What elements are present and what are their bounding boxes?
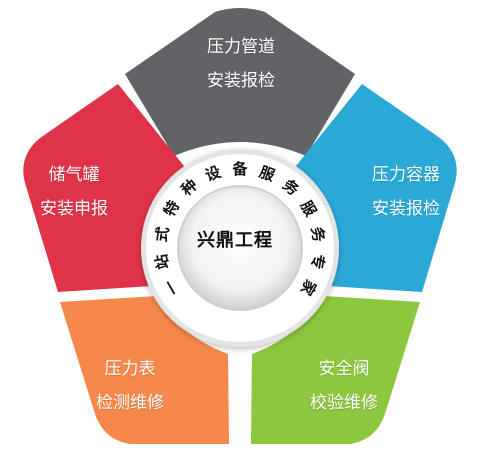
ring-char: 式 — [152, 225, 172, 243]
segment-gauge — [60, 296, 229, 444]
ring-char: 备 — [231, 160, 248, 178]
segment-valve — [251, 296, 420, 444]
ring-char: 务 — [308, 225, 329, 244]
label-valve-line2: 校验维修 — [310, 393, 378, 413]
ring-char: 站 — [152, 253, 172, 271]
label-vessel-line2: 安装报检 — [372, 199, 440, 219]
label-vessel: 压力容器 安装报检 — [358, 158, 454, 226]
hub-title: 兴鼎工程 — [197, 230, 273, 251]
hub-inner — [177, 185, 303, 311]
label-tank-line2: 安装申报 — [40, 199, 108, 219]
label-vessel-line1: 压力容器 — [372, 165, 440, 185]
label-valve: 安全阀 校验维修 — [296, 352, 392, 420]
label-valve-line1: 安全阀 — [318, 359, 370, 379]
label-gauge-line1: 压力表 — [104, 359, 156, 379]
label-tank-line1: 储气罐 — [48, 165, 100, 185]
label-pipeline: 压力管道 安装报检 — [186, 30, 296, 98]
ring-char: 专 — [308, 253, 328, 271]
label-pipeline-line1: 压力管道 — [207, 37, 275, 57]
hub-ring-text: 一站式特种设备服务服务专家 — [152, 160, 328, 299]
label-pipeline-line2: 安装报检 — [207, 71, 275, 91]
ring-char: 设 — [203, 163, 223, 185]
ring-char: 服 — [257, 163, 278, 185]
segment-pipeline — [125, 8, 355, 156]
label-tank: 储气罐 安装申报 — [26, 158, 122, 226]
label-gauge: 压力表 检测维修 — [82, 352, 178, 420]
label-gauge-line2: 检测维修 — [96, 393, 164, 413]
